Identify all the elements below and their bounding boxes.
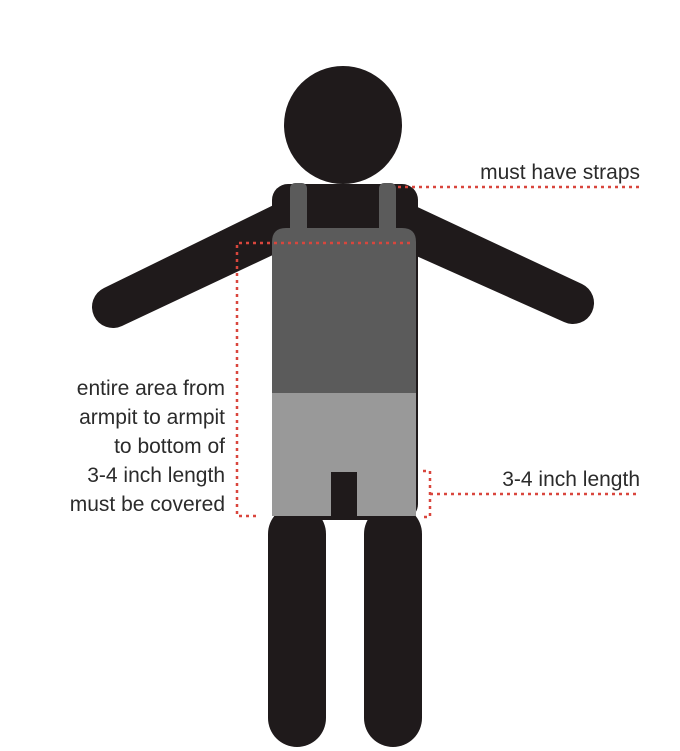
swimsuit-top xyxy=(272,228,416,393)
coverage-label-line: must be covered xyxy=(70,493,225,516)
length-bracket-line xyxy=(423,471,430,517)
coverage-label-line: entire area from xyxy=(77,377,225,400)
length-label: 3-4 inch length xyxy=(502,468,640,491)
coverage-label-line: armpit to armpit xyxy=(79,406,225,429)
swimsuit xyxy=(272,183,416,516)
right-arm xyxy=(394,196,594,324)
straps-label: must have straps xyxy=(480,161,640,184)
left-arm xyxy=(92,196,292,328)
coverage-label-line: to bottom of xyxy=(114,435,225,458)
coverage-label-line: 3-4 inch length xyxy=(87,464,225,487)
left-leg xyxy=(268,505,326,747)
head xyxy=(284,66,402,184)
right-leg xyxy=(364,505,422,747)
coverage-label: entire area from armpit to armpit to bot… xyxy=(70,377,225,516)
